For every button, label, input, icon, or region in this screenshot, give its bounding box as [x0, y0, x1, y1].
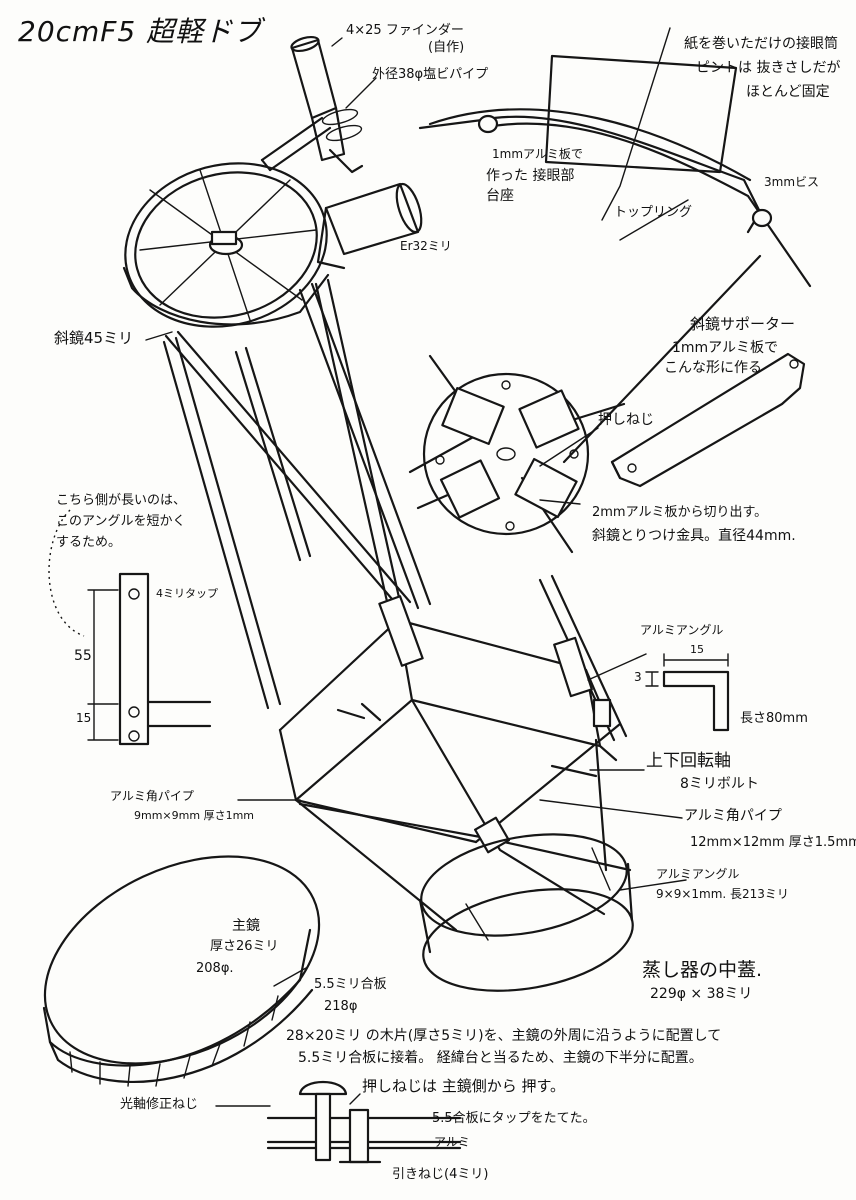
leader-lines — [145, 37, 689, 1107]
altitude-axis-label: 上下回転軸 — [646, 751, 731, 771]
supporter-label-3: こんな形に作る — [664, 360, 762, 376]
finder-note-label: (自作) — [428, 40, 465, 55]
wood-note-line-2: 5.5ミリ合板に接着。 経緯台と当るため、主鏡の下半分に配置。 — [298, 1050, 703, 1066]
supporter-bracket — [610, 352, 806, 488]
primary-mirror-cell — [42, 855, 321, 1087]
angle-profile — [645, 653, 730, 732]
push-from-mirror-label: 押しねじは 主鏡側から 押す。 — [362, 1077, 566, 1095]
angle-long-label-2: 9×9×1mm. 長213ミリ — [656, 887, 789, 901]
push-screw-label: 押しねじ — [598, 412, 654, 428]
steamer-label-2: 229φ × 38ミリ — [650, 986, 753, 1002]
square-pipe-small-label-1: アルミ角パイプ — [110, 789, 194, 803]
collimation-screw-label: 光軸修正ねじ — [120, 1097, 199, 1112]
tap-4mm-label: 4ミリタップ — [156, 587, 218, 600]
base-plate-label-2: 作った 接眼部 — [486, 168, 575, 184]
long-side-label-1: こちら側が長いのは、 — [56, 493, 187, 508]
focuser-assembly — [418, 27, 812, 288]
diagonal-mirror-label: 斜鏡45ミリ — [54, 329, 134, 347]
primary-label-2: 厚さ26ミリ — [210, 939, 279, 954]
wood-note-line-1: 28×20ミリ の木片(厚さ5ミリ)を、主鏡の外周に沿うように配置して — [286, 1028, 722, 1044]
angle-label: アルミアングル — [640, 623, 724, 637]
eyepiece-paper-label-2: ピントは 抜きさしだが — [696, 60, 841, 76]
finder-scope — [260, 35, 364, 174]
page-title: 20cmF5 超軽ドブ — [18, 15, 263, 48]
finder-label: 4×25 ファインダー — [346, 23, 464, 38]
mirror-box-frame — [278, 595, 632, 932]
bolt-8mm-label: 8ミリボルト — [680, 776, 759, 792]
angle-long-label-1: アルミアングル — [656, 867, 740, 881]
eyepiece-paper-label-1: 紙を巻いただけの接眼筒 — [684, 36, 838, 52]
eyepiece — [316, 182, 423, 270]
top-ring — [122, 162, 330, 328]
base-plate-label-3: 台座 — [486, 188, 514, 204]
dim-3-label: 3 — [634, 670, 642, 684]
long-side-label-2: このアングルを短かく — [56, 514, 186, 529]
supporter-label-1: 斜鏡サポーター — [690, 315, 796, 333]
dim-55-label: 55 — [74, 648, 92, 664]
eyepiece-paper-label-3: ほとんど固定 — [746, 84, 830, 100]
holder-label-1: 2mmアルミ板から切り出す。 — [592, 505, 768, 520]
square-pipe-large-label-1: アルミ角パイプ — [684, 808, 782, 824]
plywood-label-1: 5.5ミリ合板 — [314, 977, 387, 992]
screw-3mm-label: 3mmビス — [764, 175, 820, 189]
long-side-label-3: するため。 — [56, 535, 122, 550]
collimation-detail — [266, 1081, 462, 1164]
square-pipe-small-label-2: 9mm×9mm 厚さ1mm — [134, 809, 255, 822]
eyepiece-label: Er32ミリ — [400, 239, 452, 253]
pvc-pipe-label: 外径38φ塩ビパイプ — [372, 67, 489, 82]
steamer-basket — [418, 833, 634, 992]
aluminum-label: アルミ — [434, 1135, 470, 1149]
primary-label-3: 208φ. — [196, 961, 234, 976]
dim-15-left-label: 15 — [76, 711, 92, 725]
angle-bracket-detail — [48, 509, 212, 746]
square-pipe-large-label-2: 12mm×12mm 厚さ1.5mm — [690, 835, 856, 850]
top-ring-label: トップリング — [614, 205, 693, 220]
holder-label-2: 斜鏡とりつけ金具。直径44mm. — [592, 528, 796, 544]
tap-plywood-label: 5.5合板にタップをたてた。 — [432, 1111, 596, 1126]
primary-label-1: 主鏡 — [232, 918, 260, 934]
pull-screw-label: 引きねじ(4ミリ) — [392, 1167, 489, 1182]
dim-15-top-label: 15 — [690, 643, 704, 656]
base-plate-label-1: 1mmアルミ板で — [492, 147, 583, 161]
length-80-label: 長さ80mm — [740, 711, 808, 726]
steamer-label-1: 蒸し器の中蓋. — [642, 959, 763, 981]
plywood-label-2: 218φ — [324, 999, 358, 1014]
supporter-label-2: 1mmアルミ板で — [672, 340, 779, 356]
